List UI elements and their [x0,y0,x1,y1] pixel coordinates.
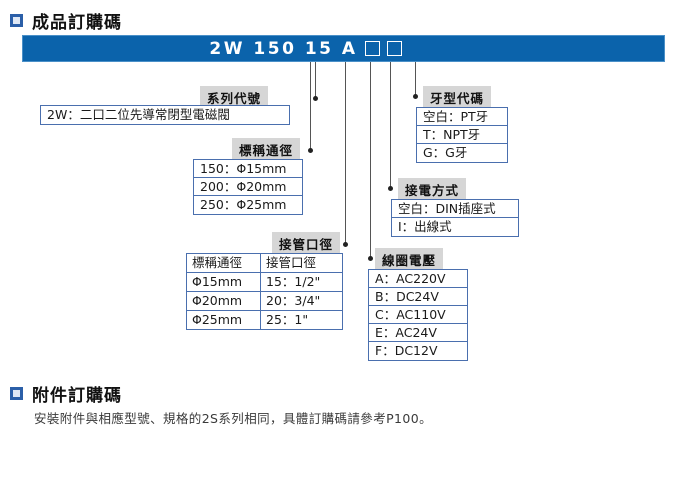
pipe-port-header-2: 接管口徑 [260,253,343,273]
leader-line-series [315,62,316,98]
callout-box-series: 2W：二口二位先導常閉型電磁閥 [40,105,290,125]
table-header-row: 標稱通徑 接管口徑 [186,253,343,273]
pipe-port-r3c1: Φ25mm [186,310,261,330]
leader-line-nominal-diameter [310,62,311,150]
order-code-banner: 2W 150 15 A [22,35,665,62]
pipe-port-r3c2: 25：1" [260,310,343,330]
code-placeholder-box-1 [364,41,380,56]
table-row: Φ25mm 25：1" [186,310,343,330]
product-section-title: 成品訂購碼 [32,13,122,33]
order-code-parts: 2W 150 15 A [209,38,358,59]
callout-label-thread-type: 牙型代碼 [423,86,492,110]
callout-box-nominal-diameter: 150：Φ15mm 200：Φ20mm 250：Φ25mm [193,159,303,215]
accessory-section-title: 附件訂購碼 [32,386,122,406]
leader-dot-nominal-diameter [308,148,313,153]
order-code-text: 2W 150 15 A [0,36,626,61]
callout-box-coil-voltage: A：AC220V B：DC24V C：AC110V E：AC24V F：DC12… [368,269,468,361]
callout-label-nominal-diameter: 標稱通徑 [232,138,301,162]
callout-box-thread-type: 空白：PT牙 T：NPT牙 G：G牙 [416,107,508,163]
coil-voltage-row-1: A：AC220V [369,270,467,288]
wiring-row-1: 空白：DIN插座式 [392,200,518,218]
callout-label-coil-voltage: 線圈電壓 [375,248,444,272]
callout-box-wiring: 空白：DIN插座式 I：出線式 [391,199,519,237]
nominal-diameter-row-3: 250：Φ25mm [200,197,287,212]
square-bullet-icon [10,14,23,27]
pipe-port-r2c1: Φ20mm [186,291,261,311]
thread-type-row-2: T：NPT牙 [417,126,507,144]
coil-voltage-row-2: B：DC24V [369,288,467,306]
wiring-row-2: I：出線式 [398,219,452,234]
leader-dot-thread-type [413,94,418,99]
square-bullet-icon [10,387,23,400]
coil-voltage-row-3: C：AC110V [369,306,467,324]
leader-line-thread-type [415,62,416,96]
pipe-port-r1c1: Φ15mm [186,272,261,292]
accessory-note: 安裝附件與相應型號、規格的2S系列相同，具體訂購碼請參考P100。 [34,411,432,426]
leader-dot-pipe-port [343,242,348,247]
series-value-row: 2W：二口二位先導常閉型電磁閥 [47,107,230,122]
thread-type-row-1: 空白：PT牙 [417,108,507,126]
table-row: Φ15mm 15：1/2" [186,272,343,292]
leader-line-coil-voltage [370,62,371,258]
coil-voltage-row-4: E：AC24V [369,324,467,342]
pipe-port-r1c2: 15：1/2" [260,272,343,292]
table-row: Φ20mm 20：3/4" [186,291,343,311]
leader-dot-series [313,96,318,101]
leader-dot-wiring [388,186,393,191]
code-placeholder-box-2 [386,41,402,56]
accessory-section-heading: 附件訂購碼 [10,381,122,406]
leader-dot-coil-voltage [368,256,373,261]
leader-line-wiring [390,62,391,188]
leader-line-pipe-port [345,62,346,244]
coil-voltage-row-5: F：DC12V [375,343,438,358]
callout-label-wiring: 接電方式 [398,178,467,202]
callout-table-pipe-port: 標稱通徑 接管口徑 Φ15mm 15：1/2" Φ20mm 20：3/4" Φ2… [186,253,343,330]
nominal-diameter-row-1: 150：Φ15mm [194,160,302,178]
product-section-heading: 成品訂購碼 [10,8,122,33]
thread-type-row-3: G：G牙 [423,145,468,160]
nominal-diameter-row-2: 200：Φ20mm [194,178,302,196]
pipe-port-r2c2: 20：3/4" [260,291,343,311]
pipe-port-header-1: 標稱通徑 [186,253,261,273]
callout-label-pipe-port: 接管口徑 [272,232,341,256]
